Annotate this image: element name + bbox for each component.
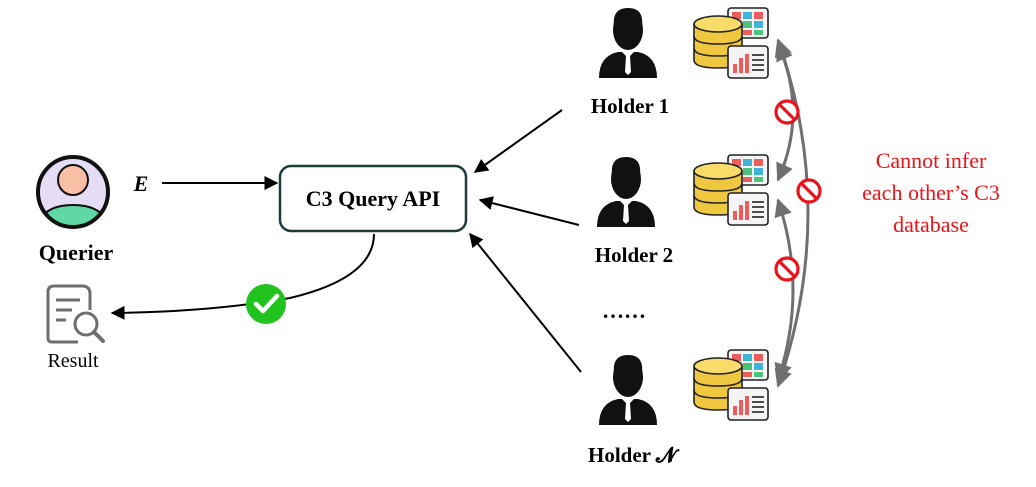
database-icon — [693, 7, 769, 79]
holder1-label: Holder 1 — [591, 94, 669, 118]
result-arrow — [110, 233, 375, 320]
holderN-label: Holder 𝓝 — [588, 443, 680, 467]
querier-label: Querier — [39, 240, 114, 265]
api-box[interactable] — [278, 164, 468, 233]
prohibited-icon — [774, 99, 800, 125]
holderN-arrow — [469, 232, 582, 373]
result-label: Result — [47, 350, 99, 372]
prohibited-icon — [774, 256, 800, 282]
api-label: C3 Query API — [306, 186, 440, 211]
querier-avatar-icon — [36, 155, 110, 229]
holder1-person-icon — [599, 8, 657, 78]
result-document-search-icon — [46, 284, 105, 344]
database-icon — [693, 154, 769, 226]
db1-dbN-arc — [774, 38, 810, 388]
db2-dbN-arc — [774, 198, 795, 382]
database-icon — [693, 349, 769, 421]
check-icon — [246, 284, 286, 324]
holder2-label: Holder 2 — [595, 243, 673, 267]
input-symbol: E — [133, 171, 149, 196]
note-line-3: database — [893, 212, 969, 237]
holder2-person-icon — [597, 157, 655, 227]
holder1-arrow — [473, 109, 563, 173]
holders-ellipsis: …… — [602, 298, 646, 323]
note-line-2: each other’s C3 — [862, 180, 1000, 205]
prohibited-icon — [796, 178, 822, 204]
holderN-person-icon — [599, 355, 657, 425]
holder2-arrow — [478, 196, 580, 226]
note-line-1: Cannot infer — [876, 148, 987, 173]
